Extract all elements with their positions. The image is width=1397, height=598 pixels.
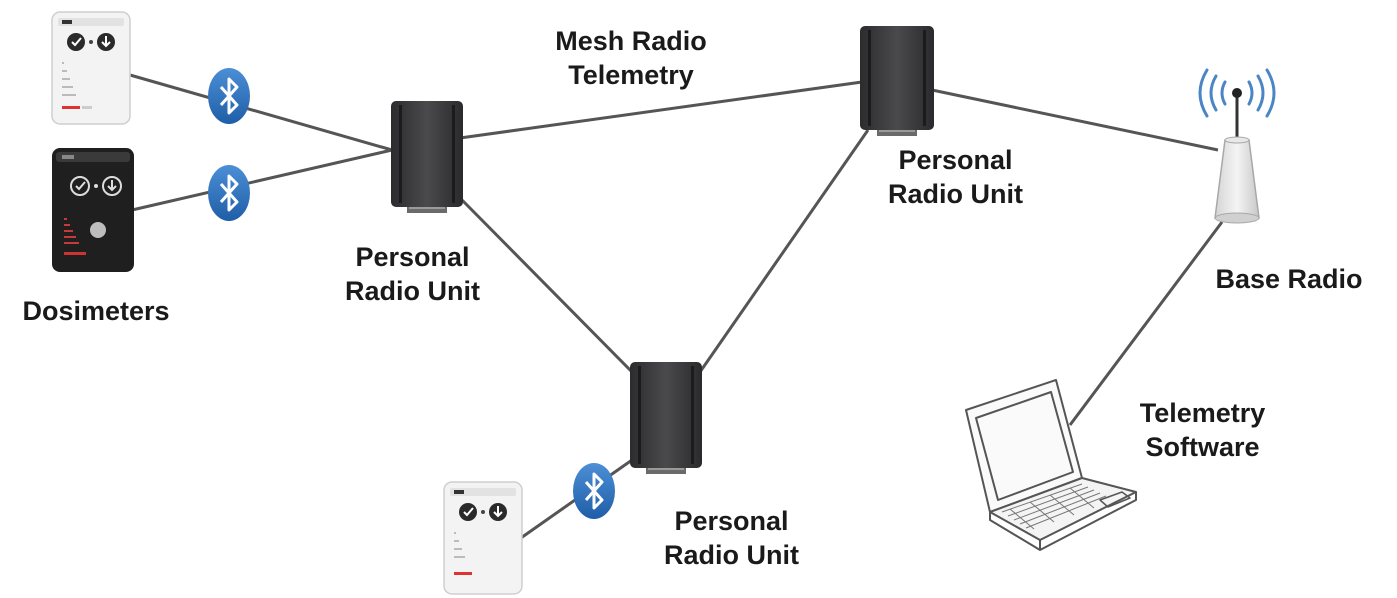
- link-dosimeter-top: [129, 73, 393, 152]
- mesh-radio-telemetry-label: Mesh Radio Telemetry: [538, 24, 724, 92]
- pru-top-line2: Radio Unit: [888, 179, 1023, 209]
- pru-bottom-line1: Personal: [674, 506, 789, 536]
- dosimeter-icon: [443, 481, 523, 595]
- link-dosimeter-middle: [131, 148, 393, 212]
- laptop-icon: [965, 379, 1137, 551]
- base-radio-label: Base Radio: [1215, 264, 1363, 294]
- link-base-to-laptop: [1068, 221, 1224, 426]
- signal-waves-icon: [1198, 68, 1276, 118]
- personal-radio-unit-left-label: Personal Radio Unit: [325, 240, 500, 308]
- dosimeter-icon: [51, 11, 131, 125]
- pru-left-line1: Personal: [355, 242, 470, 272]
- dosimeters-label: Dosimeters: [22, 296, 170, 326]
- software-label-line2: Software: [1145, 432, 1260, 462]
- radio-unit-icon: [860, 26, 934, 136]
- link-left-to-bottom: [460, 198, 642, 382]
- link-top-to-bottom: [698, 129, 870, 373]
- pru-left-line2: Radio Unit: [345, 276, 480, 306]
- pru-top-line1: Personal: [898, 145, 1013, 175]
- software-label-line1: Telemetry: [1139, 398, 1266, 428]
- bluetooth-icon: [573, 463, 615, 519]
- pru-bottom-line2: Radio Unit: [664, 540, 799, 570]
- telemetry-software-label: Telemetry Software: [1110, 396, 1295, 464]
- personal-radio-unit-top-label: Personal Radio Unit: [868, 143, 1043, 211]
- radio-unit-icon: [391, 101, 463, 213]
- network-links: [129, 73, 1224, 542]
- radio-unit-icon: [630, 362, 702, 474]
- link-mesh-telemetry: [459, 80, 863, 140]
- antenna-icon: [1198, 68, 1276, 224]
- bluetooth-icon: [208, 165, 250, 221]
- personal-radio-unit-bottom-label: Personal Radio Unit: [644, 504, 819, 572]
- bluetooth-icon: [208, 68, 250, 124]
- link-top-to-base: [931, 88, 1219, 152]
- mesh-label-line1: Mesh Radio: [555, 26, 707, 56]
- mesh-label-line2: Telemetry: [568, 60, 694, 90]
- dosimeter-icon: [52, 148, 134, 272]
